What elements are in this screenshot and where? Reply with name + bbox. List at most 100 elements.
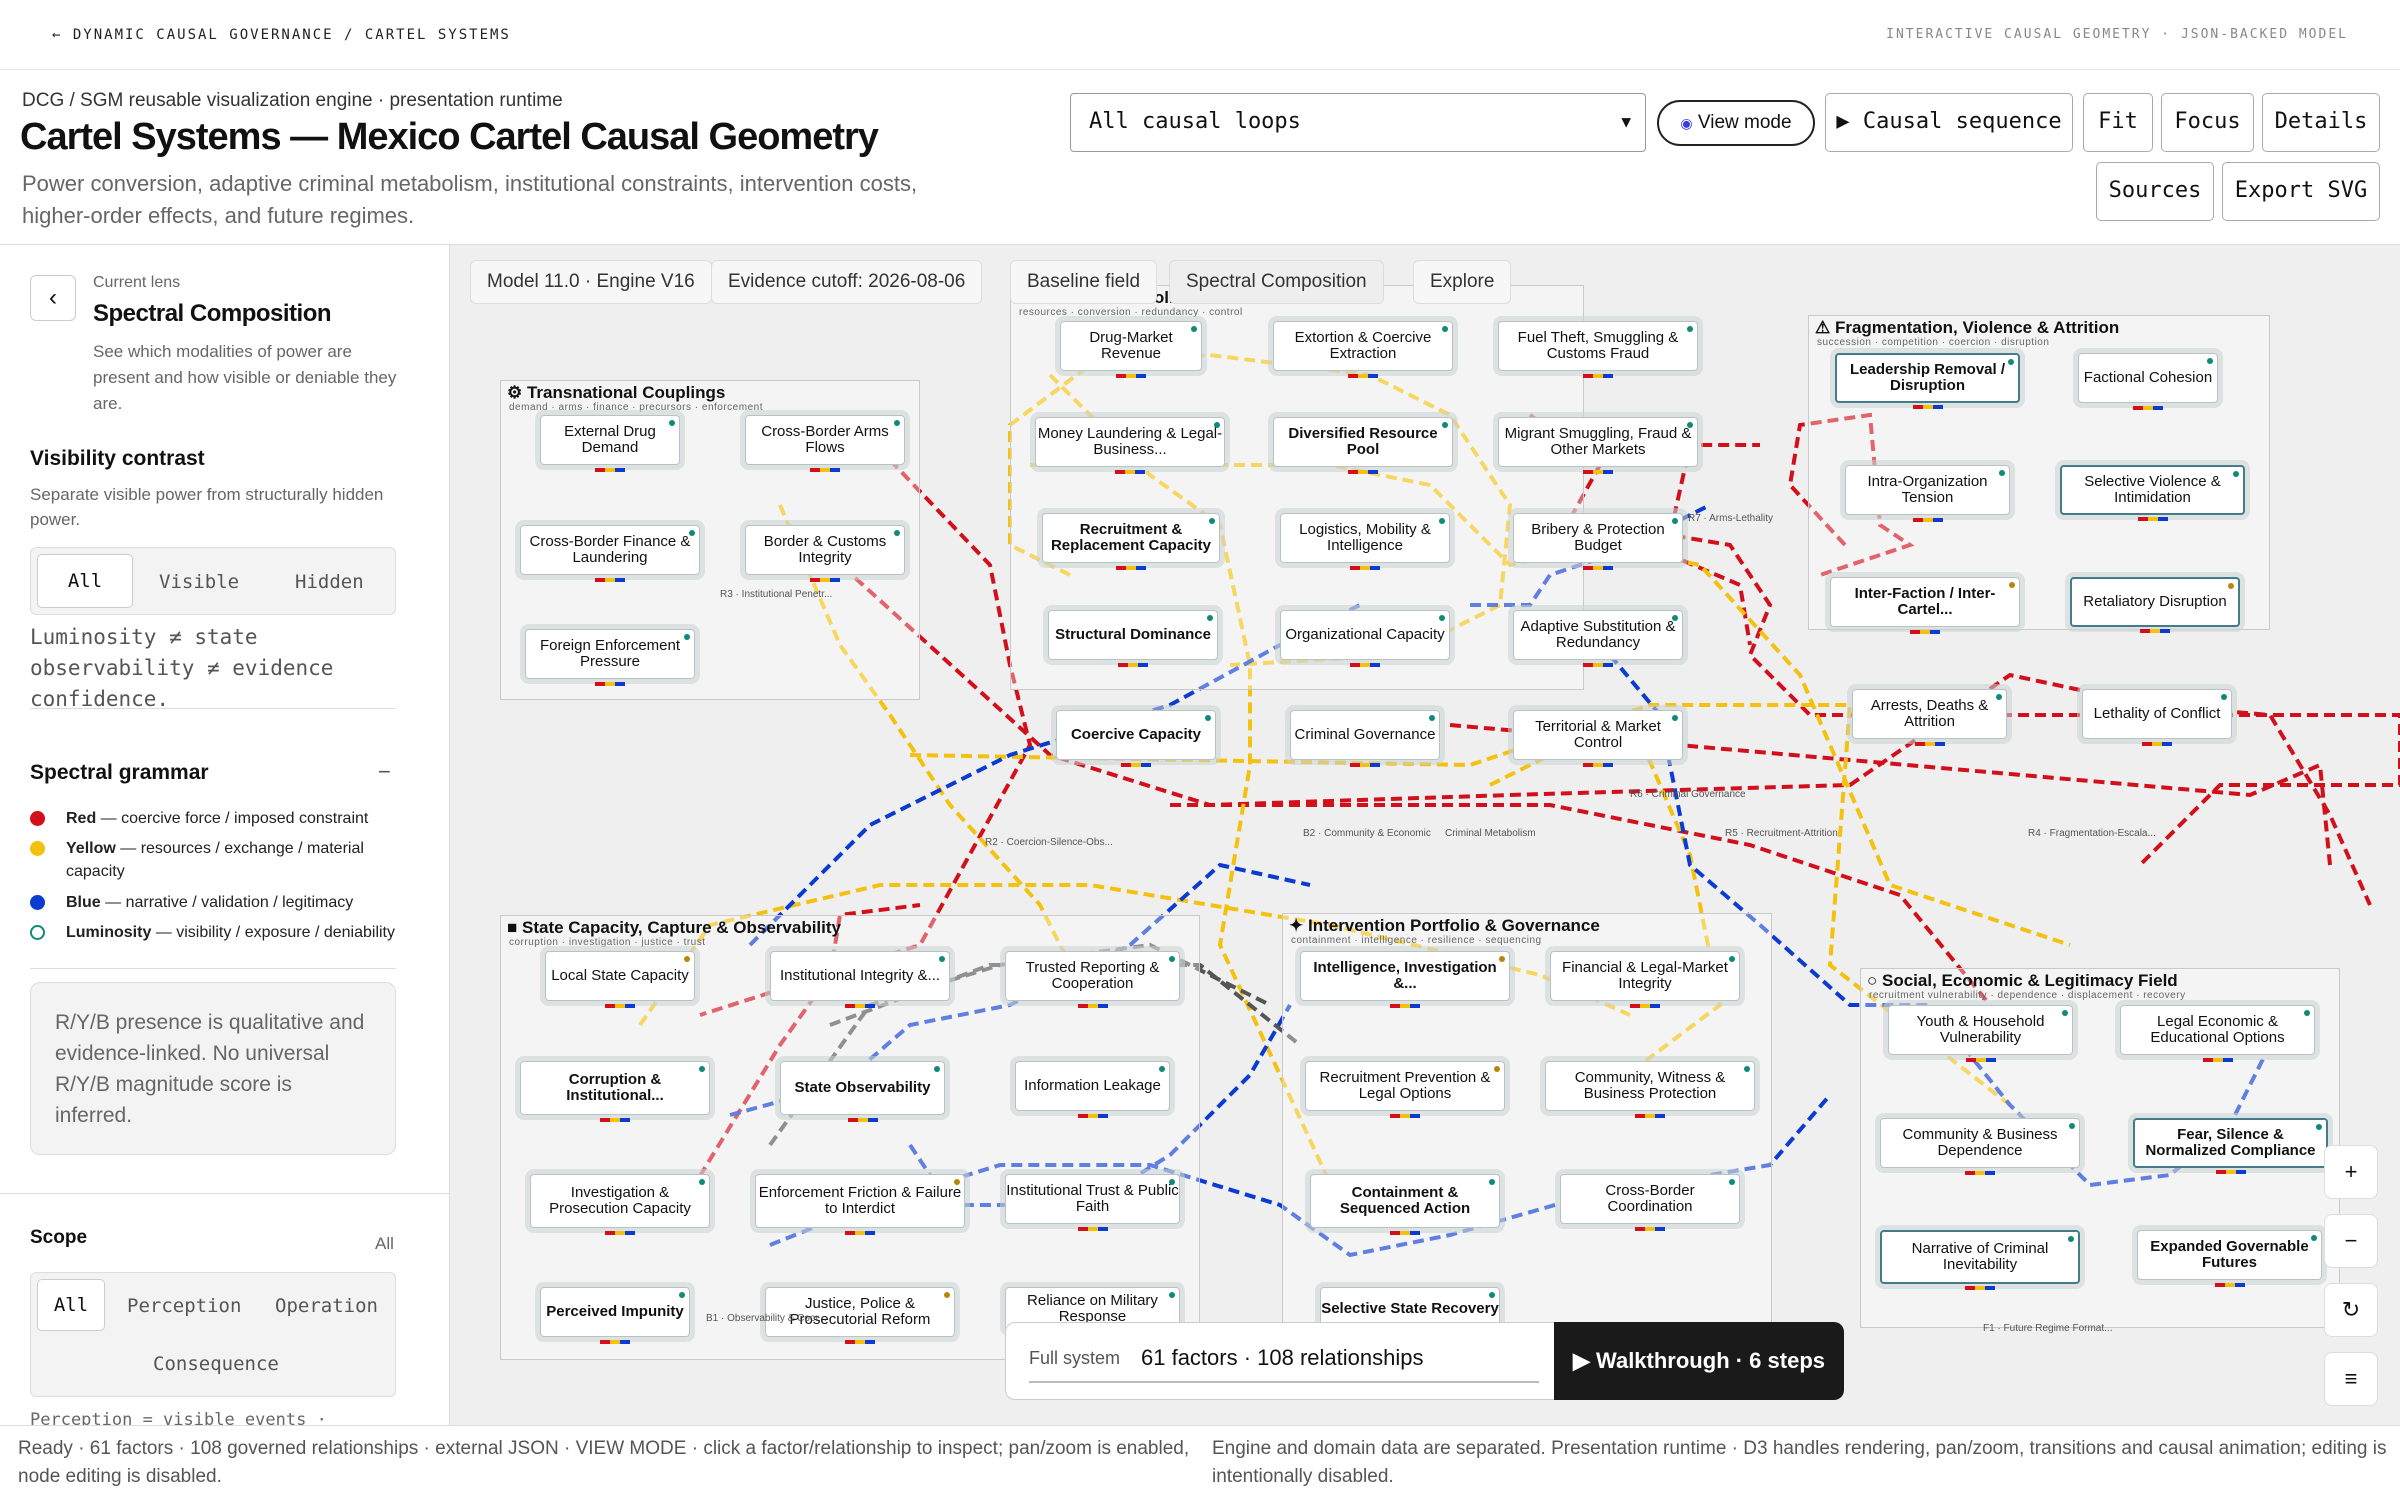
node-arrests-attrition[interactable]: Arrests, Deaths & Attrition: [1852, 689, 2007, 746]
node-inter-faction[interactable]: Inter-Faction / Inter-Cartel...: [1830, 577, 2020, 634]
node-cross-border-arms[interactable]: Cross-Border Arms Flows: [745, 415, 905, 472]
node-community-witness[interactable]: Community, Witness & Business Protection: [1545, 1061, 1755, 1118]
node-state-observability[interactable]: State Observability: [780, 1061, 945, 1122]
node-institutional-integrity[interactable]: Institutional Integrity &...: [770, 951, 950, 1008]
evidence-cutoff-pill[interactable]: Evidence cutoff: 2026-08-06: [711, 260, 983, 304]
edge-yellow-1[interactable]: [778, 504, 1092, 1006]
edge-coercion-loop[interactable]: [828, 553, 2372, 906]
node-org-capacity[interactable]: Organizational Capacity: [1280, 610, 1450, 667]
spectral-composition-pill[interactable]: Spectral Composition: [1169, 260, 1384, 304]
node-money-laundering[interactable]: Money Laundering & Legal-Business...: [1035, 417, 1225, 474]
edge-r5[interactable]: [1449, 723, 2332, 866]
loop-label-r5[interactable]: R5 · Recruitment-Attrition: [1725, 828, 1838, 839]
menu-button[interactable]: ≡: [2324, 1352, 2378, 1406]
edge-yellow-4[interactable]: [1048, 373, 1342, 1206]
loop-label-r6[interactable]: R6 · Criminal Governance: [1630, 789, 1746, 800]
scope-option-consequence[interactable]: Consequence: [153, 1353, 279, 1375]
model-pill[interactable]: Model 11.0 · Engine V16: [470, 260, 712, 304]
loop-label-r3[interactable]: R3 · Institutional Penetr...: [720, 589, 833, 600]
node-fuel-theft[interactable]: Fuel Theft, Smuggling & Customs Fraud: [1498, 321, 1698, 378]
node-community-dependence[interactable]: Community & Business Dependence: [1880, 1118, 2080, 1175]
node-justice-reform[interactable]: Justice, Police & Prosecutorial Reform: [765, 1287, 955, 1344]
node-extortion[interactable]: Extortion & Coercive Extraction: [1273, 321, 1453, 378]
grammar-collapse-button[interactable]: −: [378, 759, 391, 784]
export-svg-button[interactable]: Export SVG: [2222, 162, 2380, 221]
node-structural-dominance[interactable]: Structural Dominance: [1048, 610, 1218, 667]
node-trusted-reporting[interactable]: Trusted Reporting & Cooperation: [1005, 951, 1180, 1008]
node-criminal-governance[interactable]: Criminal Governance: [1290, 710, 1440, 767]
reset-view-button[interactable]: ↻: [2324, 1283, 2378, 1337]
causal-sequence-button[interactable]: ▶ Causal sequence: [1825, 93, 2073, 152]
edge-state-red[interactable]: [1170, 803, 1992, 1007]
back-link[interactable]: ← DYNAMIC CAUSAL GOVERNANCE / CARTEL SYS…: [52, 27, 511, 43]
causal-loop-select[interactable]: All causal loops▼: [1070, 93, 1646, 152]
node-cross-border-finance[interactable]: Cross-Border Finance & Laundering: [520, 525, 700, 582]
node-intra-org-tension[interactable]: Intra-Organization Tension: [1845, 465, 2010, 522]
node-foreign-enforcement[interactable]: Foreign Enforcement Pressure: [525, 629, 695, 686]
node-fear-silence[interactable]: Fear, Silence & Normalized Compliance: [2133, 1118, 2328, 1174]
node-narrative-inevitability[interactable]: Narrative of Criminal Inevitability: [1880, 1230, 2080, 1290]
node-containment[interactable]: Containment & Sequenced Action: [1310, 1174, 1500, 1235]
details-button[interactable]: Details: [2262, 93, 2380, 152]
node-recruitment-prevention[interactable]: Recruitment Prevention & Legal Options: [1305, 1061, 1505, 1118]
edge-frag-box[interactable]: [1787, 412, 1915, 577]
node-enforcement-friction[interactable]: Enforcement Friction & Failure to Interd…: [755, 1174, 965, 1235]
system-summary-card: Full system 61 factors · 108 relationshi…: [1005, 1322, 1565, 1400]
node-border-customs[interactable]: Border & Customs Integrity: [745, 525, 905, 582]
scope-option-perception[interactable]: Perception: [127, 1295, 242, 1317]
node-adaptive-substitution[interactable]: Adaptive Substitution & Redundancy: [1513, 610, 1683, 667]
loop-label-r4[interactable]: R4 · Fragmentation-Escala...: [2028, 828, 2156, 839]
node-youth-vulnerability[interactable]: Youth & Household Vulnerability: [1888, 1005, 2073, 1062]
node-corruption[interactable]: Corruption & Institutional...: [520, 1061, 710, 1122]
loop-label-r7[interactable]: R7 · Arms-Lethality: [1688, 513, 1774, 524]
scope-option-operation[interactable]: Operation: [275, 1295, 378, 1317]
visibility-option-all[interactable]: All: [37, 554, 133, 608]
node-external-drug-demand[interactable]: External Drug Demand: [540, 415, 680, 472]
back-button[interactable]: ‹: [30, 275, 76, 321]
edge-yellow-7[interactable]: [638, 883, 1631, 1027]
zoom-in-button[interactable]: +: [2324, 1145, 2378, 1199]
loop-label-b2[interactable]: B2 · Community & Economic: [1303, 828, 1431, 839]
node-logistics[interactable]: Logistics, Mobility & Intelligence: [1280, 513, 1450, 570]
node-local-state-capacity[interactable]: Local State Capacity: [545, 951, 695, 1008]
scope-option-all[interactable]: All: [37, 1279, 105, 1331]
node-expanded-futures[interactable]: Expanded Governable Futures: [2137, 1230, 2322, 1287]
node-drug-market-revenue[interactable]: Drug-Market Revenue: [1060, 321, 1202, 378]
visibility-option-hidden[interactable]: Hidden: [295, 571, 364, 593]
loop-label-r2[interactable]: R2 · Coercion-Silence-Obs...: [985, 837, 1113, 848]
node-retaliatory-disruption[interactable]: Retaliatory Disruption: [2070, 577, 2240, 633]
node-information-leakage[interactable]: Information Leakage: [1015, 1061, 1170, 1118]
fit-button[interactable]: Fit: [2083, 93, 2153, 152]
node-institutional-trust[interactable]: Institutional Trust & Public Faith: [1005, 1174, 1180, 1231]
node-factional-cohesion[interactable]: Factional Cohesion: [2078, 353, 2218, 410]
node-resource-pool[interactable]: Diversified Resource Pool: [1273, 417, 1453, 474]
node-territorial-control[interactable]: Territorial & Market Control: [1513, 710, 1683, 767]
node-lethality-conflict[interactable]: Lethality of Conflict: [2082, 689, 2232, 746]
focus-button[interactable]: Focus: [2161, 93, 2254, 152]
node-perceived-impunity[interactable]: Perceived Impunity: [540, 1287, 690, 1344]
zoom-out-button[interactable]: −: [2324, 1214, 2378, 1268]
baseline-field-pill[interactable]: Baseline field: [1010, 260, 1158, 304]
loop-label-criminal-metabolism[interactable]: Criminal Metabolism: [1445, 828, 1536, 839]
explore-pill[interactable]: Explore: [1413, 260, 1512, 304]
node-intelligence[interactable]: Intelligence, Investigation &...: [1300, 951, 1510, 1008]
node-financial-integrity[interactable]: Financial & Legal-Market Integrity: [1550, 951, 1740, 1008]
node-cross-border-coordination[interactable]: Cross-Border Coordination: [1560, 1174, 1740, 1231]
node-recruitment-capacity[interactable]: Recruitment & Replacement Capacity: [1042, 513, 1220, 570]
node-coercive-capacity[interactable]: Coercive Capacity: [1056, 710, 1216, 767]
loop-label-b1[interactable]: B1 · Observability & Coor...: [706, 1313, 827, 1324]
edge-blue-2[interactable]: [729, 862, 1311, 1117]
visibility-option-visible[interactable]: Visible: [159, 571, 240, 593]
node-legal-economic-options[interactable]: Legal Economic & Educational Options: [2120, 1005, 2315, 1062]
walkthrough-button-face[interactable]: ▶ Walkthrough · 6 steps: [1554, 1322, 1844, 1400]
node-leadership-removal[interactable]: Leadership Removal / Disruption: [1835, 353, 2020, 409]
view-mode-button[interactable]: ◉ View mode: [1657, 100, 1815, 146]
loop-label-f1[interactable]: F1 · Future Regime Format...: [1983, 1323, 2113, 1334]
node-migrant-smuggling[interactable]: Migrant Smuggling, Fraud & Other Markets: [1498, 417, 1698, 474]
sources-button[interactable]: Sources: [2096, 162, 2214, 221]
node-investigation-capacity[interactable]: Investigation & Prosecution Capacity: [530, 1174, 710, 1235]
node-bribery[interactable]: Bribery & Protection Budget: [1513, 513, 1683, 570]
edge-r6[interactable]: [1950, 713, 2400, 867]
node-selective-violence[interactable]: Selective Violence & Intimidation: [2060, 465, 2245, 521]
